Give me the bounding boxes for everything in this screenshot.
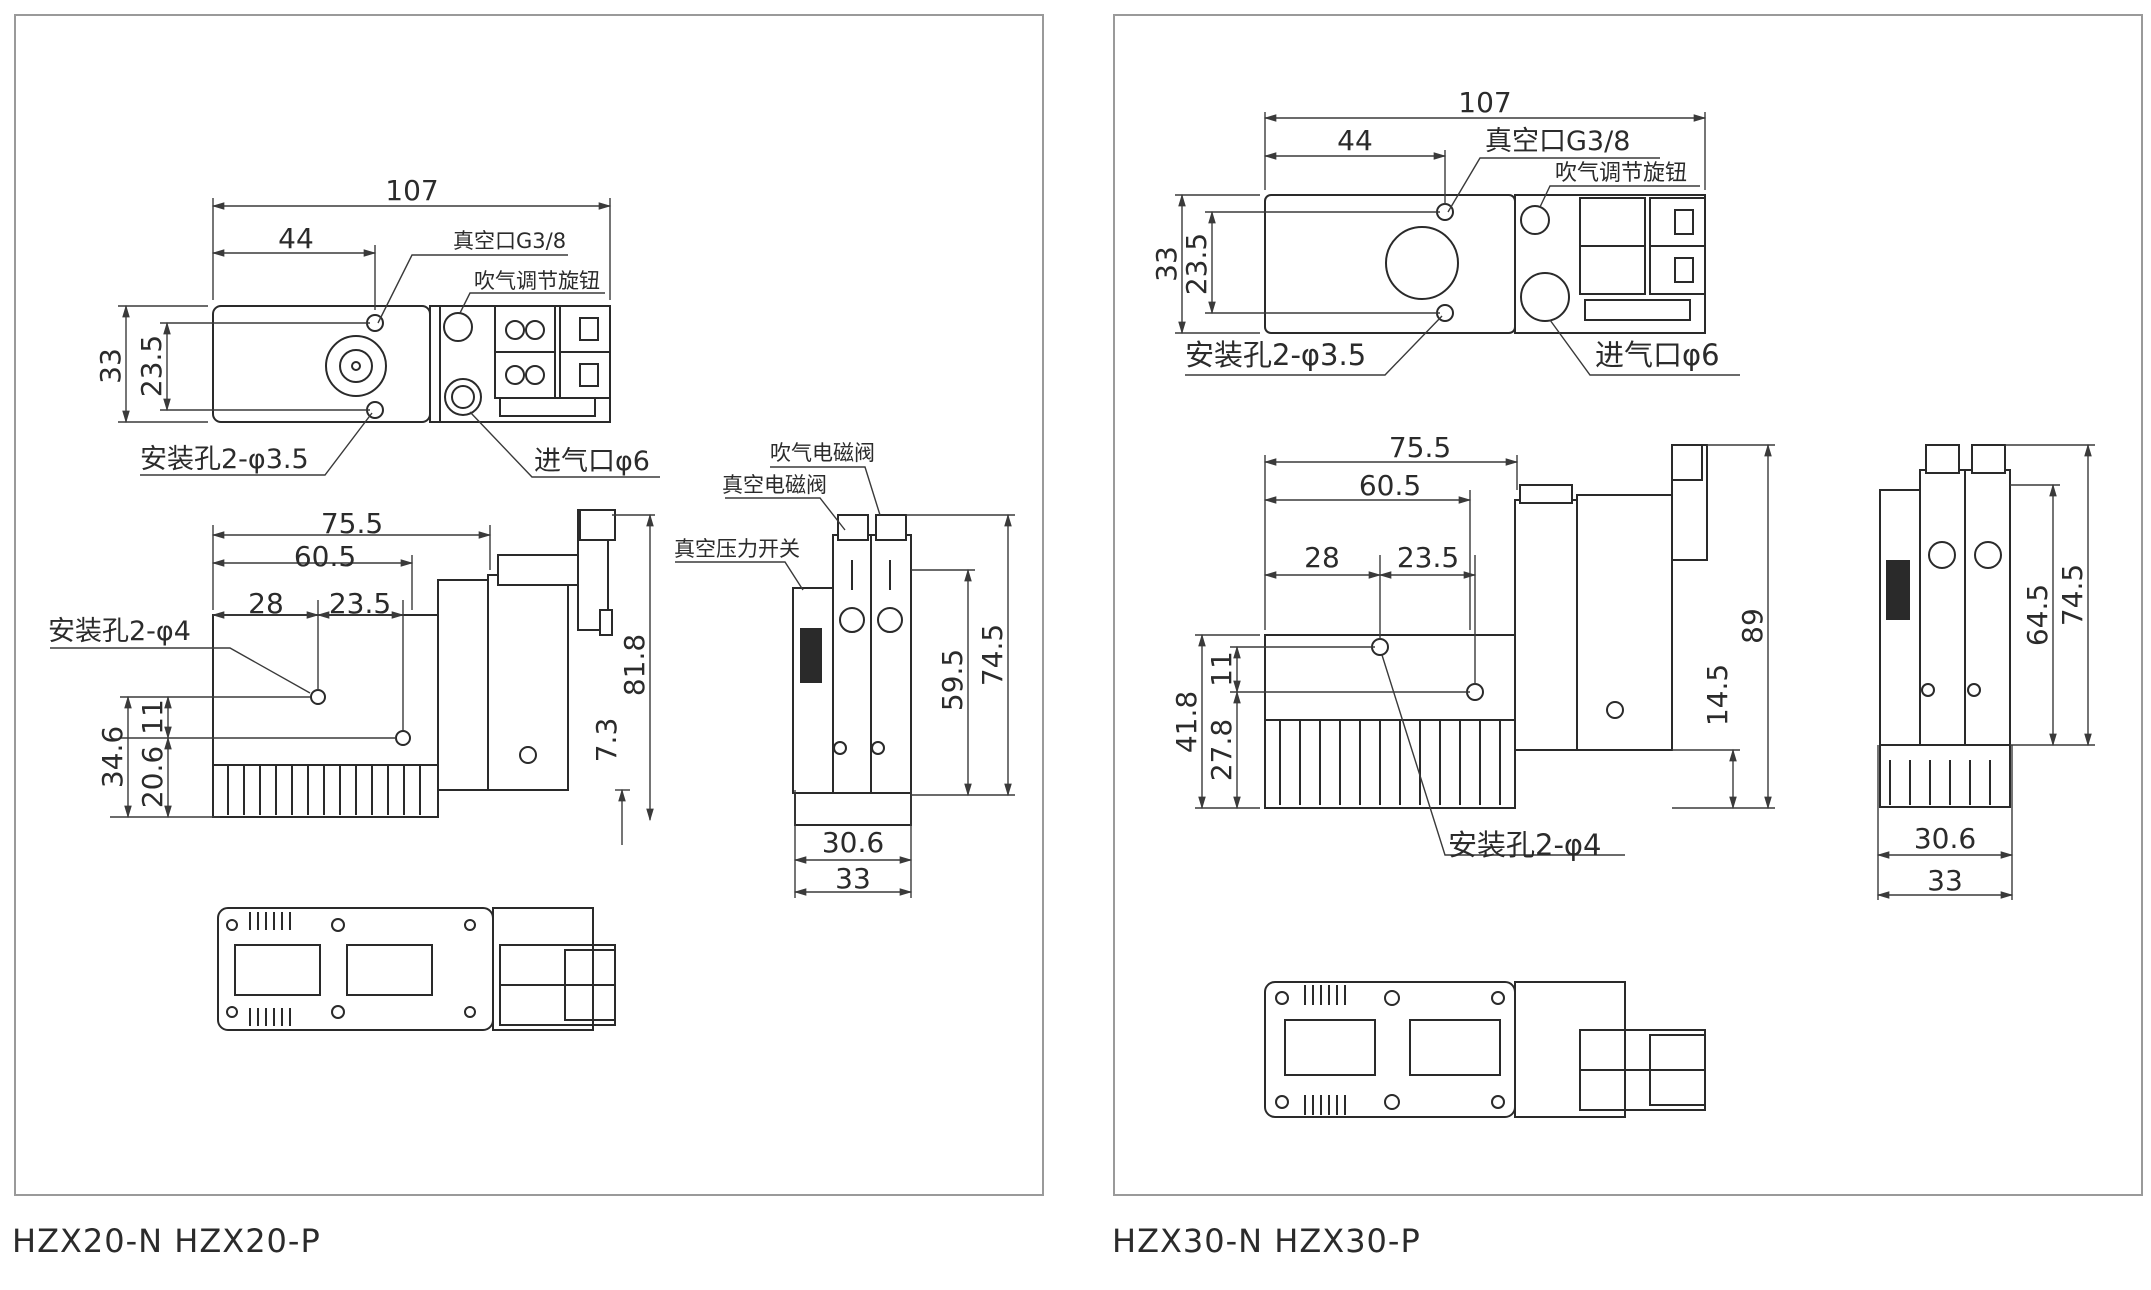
dim-74-5-r: 74.5 [2056, 564, 2089, 626]
dim-89: 89 [1736, 608, 1769, 644]
dim-27-8: 27.8 [1205, 719, 1238, 781]
dim-75-5-r: 75.5 [1389, 431, 1451, 464]
dim-30-6: 30.6 [822, 826, 884, 859]
dim-23-5: 23.5 [135, 335, 168, 397]
model-caption-hzx30: HZX30-N HZX30-P [1112, 1222, 1421, 1260]
dim-44-r: 44 [1337, 124, 1373, 157]
dim-33: 33 [94, 348, 127, 384]
hzx30-end-view: 74.5 64.5 30.6 33 [1876, 443, 2095, 900]
dim-107-r: 107 [1458, 86, 1511, 119]
hzx20-side-view: 75.5 60.5 28 23.5 安装孔2-φ4 34.6 20.6 11 8… [48, 507, 655, 845]
label-blow-knob-r: 吹气调节旋钮 [1555, 161, 1687, 186]
dim-75-5: 75.5 [321, 507, 383, 540]
dim-33-end-r: 33 [1927, 864, 1963, 897]
label-vacuum-valve: 真空电磁阀 [722, 473, 827, 497]
label-air-inlet-r: 进气口φ6 [1595, 338, 1720, 372]
hzx30-top-view: 107 44 33 23.5 真空口G3/8 吹气调节旋钮 安装孔2-φ3.5 … [1150, 86, 1740, 376]
drawing-panel-hzx30 [1113, 14, 2143, 1196]
label-mount-holes-r: 安装孔2-φ3.5 [1185, 338, 1366, 372]
dim-107: 107 [385, 174, 438, 207]
label-vacuum-port: 真空口G3/8 [453, 229, 566, 253]
model-caption-hzx20: HZX20-N HZX20-P [12, 1222, 321, 1260]
label-mount-holes: 安装孔2-φ3.5 [140, 444, 309, 475]
dim-34-6: 34.6 [96, 726, 129, 788]
dim-28: 28 [248, 587, 284, 620]
label-vacuum-port-r: 真空口G3/8 [1485, 126, 1630, 157]
dim-11: 11 [136, 699, 169, 735]
dim-60-5-r: 60.5 [1359, 469, 1421, 502]
label-air-inlet: 进气口φ6 [534, 446, 650, 477]
dim-60-5: 60.5 [294, 540, 356, 573]
dim-23-5-side-r: 23.5 [1397, 541, 1459, 574]
dim-23-5-r: 23.5 [1180, 233, 1213, 295]
label-mount-holes-side: 安装孔2-φ4 [48, 616, 191, 647]
hzx20-end-view: 吹气电磁阀 真空电磁阀 真空压力开关 74.5 59.5 30.6 33 [674, 441, 1015, 898]
dim-64-5: 64.5 [2021, 584, 2054, 646]
hzx30-bottom-view [1264, 981, 1706, 1118]
label-mount-holes-side-r: 安装孔2-φ4 [1448, 828, 1602, 862]
dim-20-6: 20.6 [136, 746, 169, 808]
label-pressure-switch: 真空压力开关 [674, 537, 800, 561]
dim-33-end: 33 [835, 862, 871, 895]
dim-44: 44 [278, 222, 314, 255]
hzx20-bottom-view [217, 907, 616, 1031]
hzx30-side-view: 75.5 60.5 28 23.5 41.8 27.8 11 安装孔2-φ4 8… [1170, 431, 1775, 862]
dim-41-8: 41.8 [1170, 691, 1203, 753]
dim-81-8: 81.8 [618, 634, 651, 696]
label-blow-valve: 吹气电磁阀 [770, 441, 875, 465]
dim-11-r: 11 [1205, 651, 1238, 687]
dim-74-5: 74.5 [976, 624, 1009, 686]
dim-30-6-r: 30.6 [1914, 822, 1976, 855]
label-blow-knob: 吹气调节旋钮 [474, 269, 600, 293]
dim-14-5: 14.5 [1701, 664, 1734, 726]
dim-33-r: 33 [1150, 246, 1183, 282]
dim-23-5-side: 23.5 [329, 587, 391, 620]
dim-59-5: 59.5 [936, 649, 969, 711]
hzx20-top-view: 107 44 33 23.5 真空口G3/8 吹气调节旋钮 安装孔2-φ3.5 … [94, 174, 660, 478]
dim-7-3: 7.3 [590, 718, 623, 763]
dim-28-r: 28 [1304, 541, 1340, 574]
